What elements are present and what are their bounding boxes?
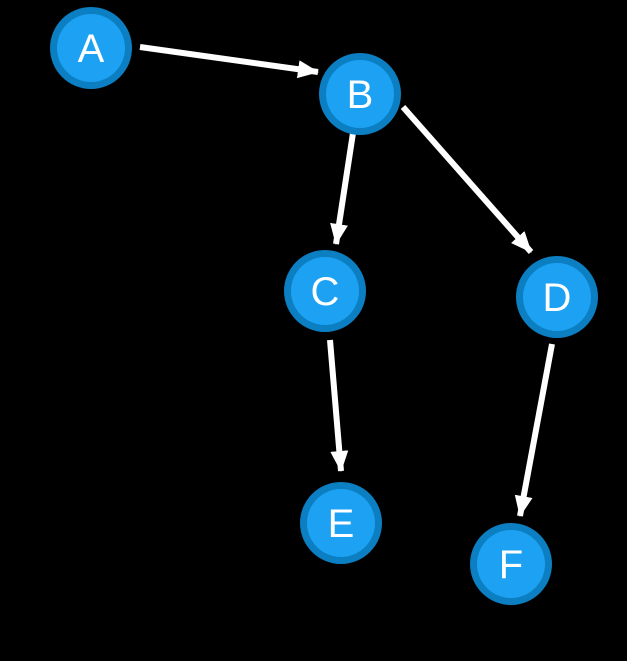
edges-layer <box>139 44 555 517</box>
graph-node-D[interactable]: D <box>516 256 598 338</box>
graph-node-E[interactable]: E <box>300 482 382 564</box>
node-body <box>326 60 394 128</box>
graph-edge-B-D <box>400 105 534 254</box>
node-body <box>57 14 125 82</box>
graph-node-B[interactable]: B <box>319 53 401 135</box>
nodes-layer: A B C D E F <box>50 7 598 605</box>
graph-edge-A-B <box>139 44 319 79</box>
node-body <box>291 257 359 325</box>
node-body <box>307 489 375 557</box>
node-body <box>523 263 591 331</box>
graph-node-C[interactable]: C <box>284 250 366 332</box>
graph-node-A[interactable]: A <box>50 7 132 89</box>
graph-edge-D-F <box>514 343 555 517</box>
graph-edge-B-C <box>330 132 356 245</box>
graph-node-F[interactable]: F <box>470 523 552 605</box>
graph-edge-C-E <box>327 339 349 472</box>
node-body <box>477 530 545 598</box>
